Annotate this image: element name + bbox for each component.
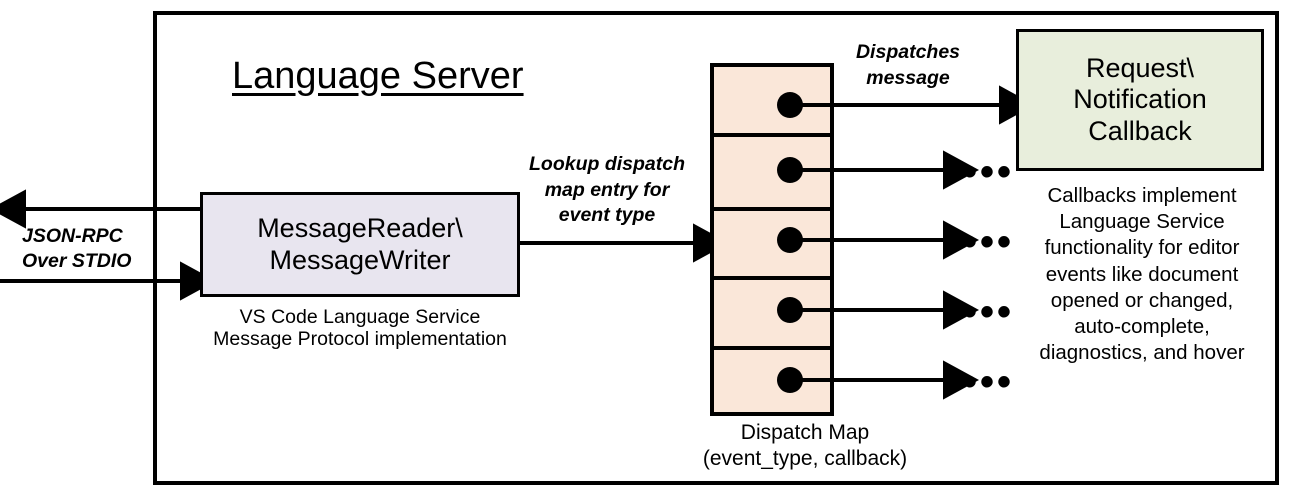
message-reader-writer-box[interactable]: MessageReader\ MessageWriter: [200, 192, 520, 297]
row-ellipsis-5: •••: [963, 360, 1015, 404]
callback-caption: Callbacks implement Language Service fun…: [1039, 184, 1245, 365]
message-reader-writer-caption: VS Code Language Service Message Protoco…: [213, 306, 507, 351]
page-title: Language Server: [232, 55, 524, 97]
dispatch-row-connector-5: [777, 360, 979, 400]
dispatch-map-caption: Dispatch Map (event_type, callback): [702, 421, 908, 470]
dispatch-row-connector-2: [777, 150, 979, 190]
dispatch-row-connector-3: [777, 220, 979, 260]
jsonrpc-transport-label: JSON-RPC Over STDIO: [22, 225, 132, 273]
row-ellipsis-4: •••: [963, 290, 1015, 334]
dispatch-row-connector-1: [777, 85, 1035, 125]
dispatch-row-connector-4: [777, 290, 979, 330]
row-ellipsis-3: •••: [963, 220, 1015, 264]
lookup-dispatch-label: Lookup dispatch map entry for event type: [529, 153, 685, 227]
dispatch-map-table: [710, 63, 834, 416]
row-ellipsis-2: •••: [963, 150, 1015, 194]
language-server-boundary: [153, 11, 1279, 485]
dispatches-message-label: Dispatches message: [855, 41, 961, 89]
request-notification-callback-box[interactable]: Request\ Notification Callback: [1016, 29, 1264, 171]
